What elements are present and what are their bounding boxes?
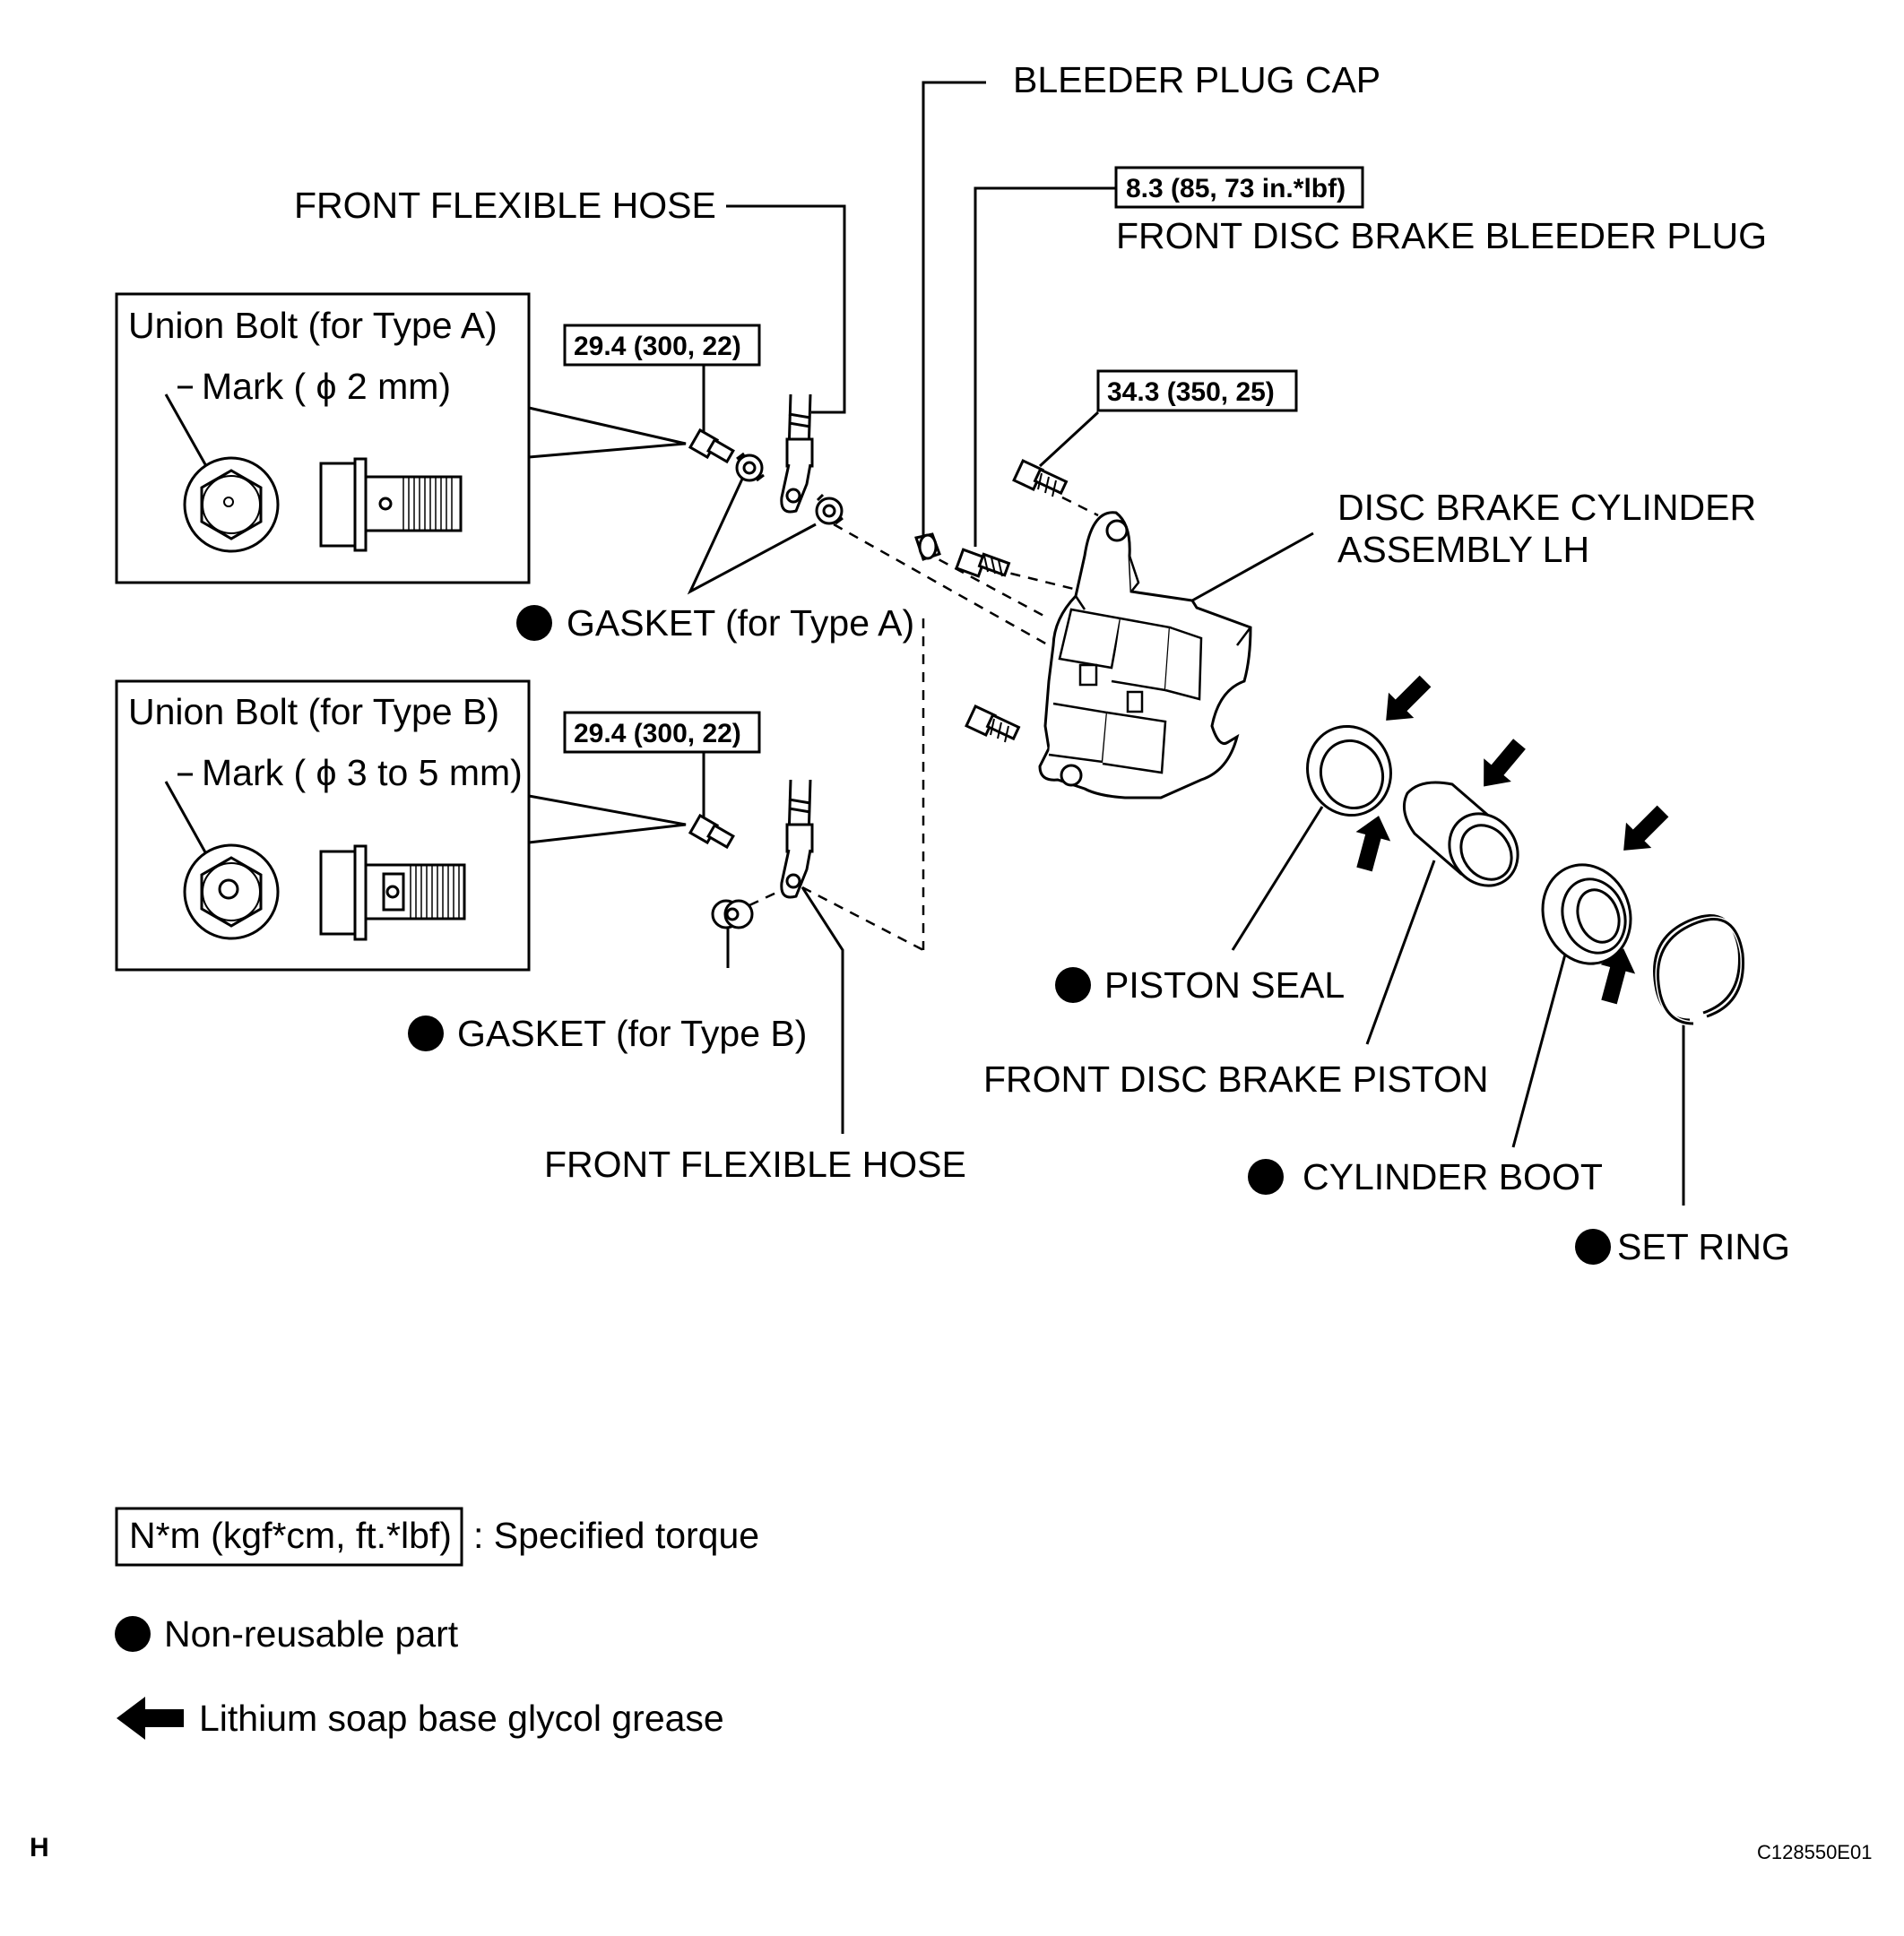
inset-union-bolt-type-a: Union Bolt (for Type A) Mark ( ϕ 2 mm): [115, 292, 531, 584]
assembly-dashed-lines: [749, 496, 1099, 952]
gasket-a-2: [815, 493, 844, 525]
leader-lines: [528, 81, 1685, 1206]
front-flexible-hose-a: [780, 393, 814, 514]
grease-arrow-icon: [117, 1697, 184, 1740]
union-bolt-b-end-view: [183, 843, 280, 940]
caliper-bolt-lower: [965, 704, 1021, 743]
torque-union-bolt-a: 29.4 (300, 22): [574, 332, 741, 361]
union-bolt-b-side-view: [319, 844, 466, 941]
label-set-ring: SET RING: [1617, 1226, 1790, 1267]
type-a-parts: [688, 393, 844, 525]
grease-arrows: [1355, 675, 1669, 1005]
label-piston-seal: PISTON SEAL: [1104, 964, 1345, 1006]
part-labels: BLEEDER PLUG CAP FRONT DISC BRAKE BLEEDE…: [294, 59, 1790, 1267]
bleeder-plug-cap-part: [914, 532, 941, 561]
inset-b-title: Union Bolt (for Type B): [128, 691, 499, 732]
cylinder-boot-part: [1541, 863, 1632, 965]
caliper-bolt-upper: [1012, 459, 1069, 497]
union-bolt-a-part: [688, 428, 735, 464]
non-reusable-marker-icon: [516, 605, 552, 641]
arrow-icon: [1484, 739, 1526, 787]
non-reusable-marker-icon: [115, 1616, 151, 1652]
label-cylinder-boot: CYLINDER BOOT: [1303, 1156, 1603, 1197]
label-front-flexible-hose-bottom: FRONT FLEXIBLE HOSE: [544, 1144, 966, 1185]
gasket-a-1: [735, 452, 765, 482]
non-reusable-marker-icon: [1575, 1229, 1611, 1265]
non-reusable-marker-icon: [1055, 967, 1091, 1003]
bleeder-parts: [914, 459, 1069, 743]
inset-union-bolt-type-b: Union Bolt (for Type B) Mark ( ϕ 3 to 5 …: [115, 679, 531, 972]
label-disc-brake-cylinder-line1: DISC BRAKE CYLINDER: [1337, 487, 1756, 528]
torque-specs: 8.3 (85, 73 in.*lbf) 29.4 (300, 22) 34.3…: [563, 166, 1364, 754]
label-bleeder-plug-cap: BLEEDER PLUG CAP: [1013, 59, 1380, 100]
inset-a-mark-label: Mark ( ϕ 2 mm): [202, 366, 451, 407]
front-disc-brake-piston-part: [1402, 781, 1519, 887]
label-front-disc-brake-piston: FRONT DISC BRAKE PISTON: [983, 1059, 1488, 1100]
union-bolt-a-side-view: [319, 457, 463, 552]
legend-torque-box-text: N*m (kgf*cm, ft.*lbf): [129, 1515, 452, 1556]
label-gasket-type-a: GASKET (for Type A): [567, 602, 914, 644]
inset-b-mark-label: Mark ( ϕ 3 to 5 mm): [202, 752, 523, 793]
piston-parts: [1306, 724, 1746, 1026]
label-disc-brake-cylinder-line2: ASSEMBLY LH: [1337, 529, 1589, 570]
figure-id: C128550E01: [1757, 1841, 1872, 1863]
piston-seal-part: [1306, 724, 1392, 817]
non-reusable-marker-icon: [1248, 1159, 1284, 1195]
legend: N*m (kgf*cm, ft.*lbf) : Specified torque…: [115, 1507, 759, 1740]
set-ring-part: [1653, 914, 1746, 1026]
label-front-disc-brake-bleeder-plug: FRONT DISC BRAKE BLEEDER PLUG: [1116, 215, 1767, 256]
arrow-icon: [1623, 805, 1669, 851]
disc-brake-cylinder-assembly-lh: [1038, 511, 1252, 799]
arrow-icon: [1386, 675, 1432, 721]
arrow-icon: [1600, 948, 1636, 1005]
non-reusable-marker-icon: [408, 1016, 444, 1051]
torque-union-bolt-b: 29.4 (300, 22): [574, 719, 741, 748]
legend-torque-desc: : Specified torque: [473, 1515, 759, 1556]
legend-grease: Lithium soap base glycol grease: [199, 1698, 724, 1739]
union-bolt-b-part: [688, 813, 735, 850]
gasket-b: [711, 899, 754, 929]
label-front-flexible-hose-top: FRONT FLEXIBLE HOSE: [294, 185, 716, 226]
arrow-icon: [1355, 816, 1391, 872]
torque-caliper-bolt: 34.3 (350, 25): [1107, 377, 1275, 407]
front-flexible-hose-b: [780, 779, 814, 899]
inset-a-title: Union Bolt (for Type A): [128, 305, 498, 346]
type-b-parts: [688, 779, 814, 929]
torque-bleeder-plug: 8.3 (85, 73 in.*lbf): [1126, 174, 1346, 203]
legend-non-reusable: Non-reusable part: [164, 1613, 459, 1655]
union-bolt-a-end-view: [183, 456, 280, 553]
label-gasket-type-b: GASKET (for Type B): [457, 1013, 807, 1054]
bleeder-plug-part: [955, 548, 1011, 578]
corner-letter: H: [30, 1833, 49, 1863]
